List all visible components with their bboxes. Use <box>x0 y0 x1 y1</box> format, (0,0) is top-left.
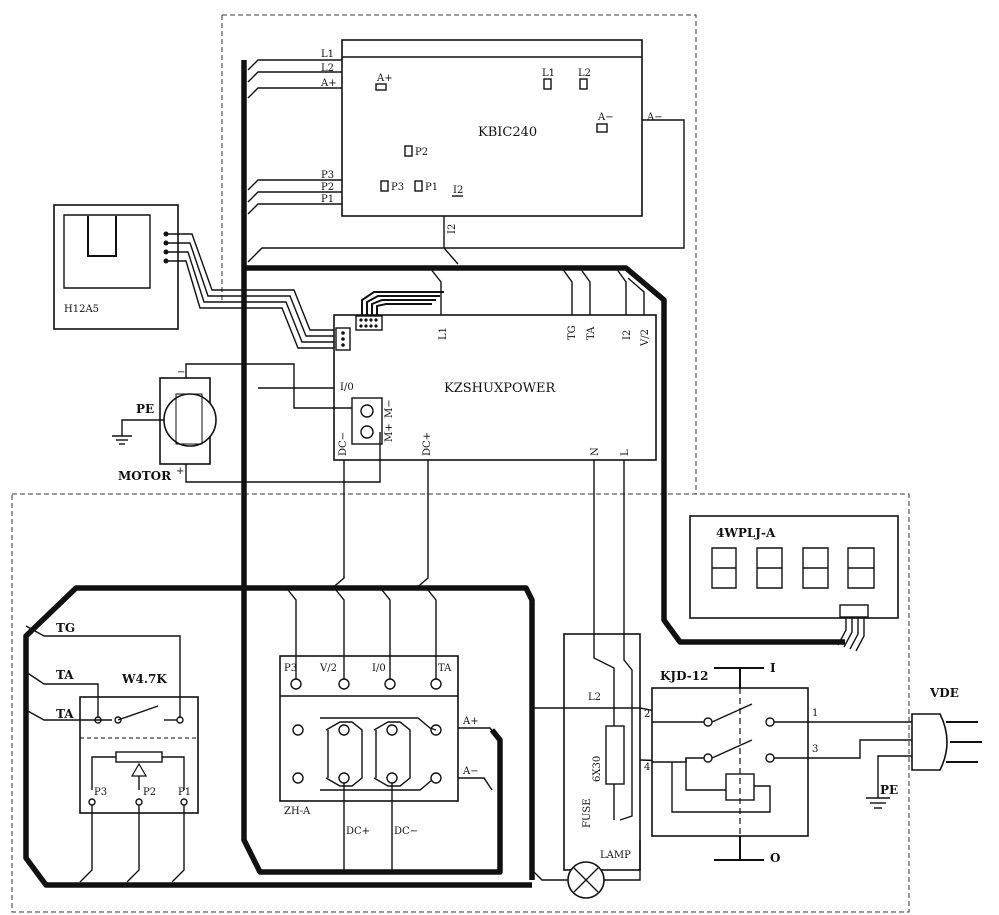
zha-label: ZH-A <box>284 806 311 817</box>
kbic-pad-p1: P1 <box>425 182 438 193</box>
kbic-pad-p3: P3 <box>391 182 404 193</box>
h12a5-label: H12A5 <box>64 304 99 315</box>
motor-minus-label: − <box>177 367 185 378</box>
zha-terminal-block: ZH-A P3 V/2 I/0 TA A+ A− DC+ DC− <box>279 460 501 870</box>
switch-pin-2: 2 <box>644 709 650 720</box>
kzs-m-minus: M− <box>384 399 395 418</box>
zha-pin-io: I/0 <box>372 663 386 674</box>
kbic-pad-p2: P2 <box>415 147 428 158</box>
kbic240-label: KBIC240 <box>478 125 537 140</box>
kbic-pad-l2: L2 <box>578 68 591 79</box>
kbic-pin-p1: P1 <box>321 194 334 205</box>
kzs-pin-tg: TG <box>567 325 578 340</box>
kbic-pin-l2: L2 <box>321 63 334 74</box>
upper-enclosure-outline <box>222 14 697 494</box>
switch-pin-3: 3 <box>812 744 818 755</box>
kzs-m-plus: M+ <box>384 423 395 442</box>
vde-plug: VDE PE <box>866 686 982 809</box>
motor-plus-label: + <box>176 466 184 477</box>
kzs-pin-v2: V/2 <box>640 329 651 347</box>
display-4wplj: 4WPLJ-A <box>689 515 899 652</box>
pot-p1-label: P1 <box>178 787 191 798</box>
kzs-pin-ta: TA <box>586 326 597 340</box>
kbic-pad-a-plus: A+ <box>376 73 393 84</box>
motor-label: MOTOR <box>118 469 172 483</box>
kzs-pin-l1: L1 <box>438 327 449 340</box>
kbic-pin-p3: P3 <box>321 170 334 181</box>
pot-label: W4.7K <box>121 672 167 686</box>
switch-on-label: I <box>770 661 776 675</box>
zha-pin-p3: P3 <box>284 663 297 674</box>
motor: − + PE MOTOR <box>112 363 381 483</box>
zha-dc-plus: DC+ <box>346 826 370 837</box>
kzs-pin-n: N <box>590 447 601 456</box>
kbic-pin-a-plus: A+ <box>320 78 337 89</box>
kbic-wires <box>247 59 685 265</box>
lamp: LAMP <box>531 708 641 899</box>
kbic-pin-l1: L1 <box>321 49 334 60</box>
potentiometer-w47k: W4.7K TG TA TA P3 P2 P1 <box>25 621 199 883</box>
fuse-label: FUSE <box>582 798 593 828</box>
kzs-dc-minus: DC− <box>338 432 349 456</box>
zha-pin-ta: TA <box>438 663 452 674</box>
zha-a-plus: A+ <box>462 716 479 727</box>
plug-pe-label: PE <box>880 783 898 797</box>
kbic-pad-i2: I2 <box>453 185 463 196</box>
kbic-pad-a-minus: A− <box>597 112 614 123</box>
h12a5-module: H12A5 <box>53 204 336 349</box>
plug-label: VDE <box>929 686 959 700</box>
kbic-out-a-minus: A− <box>646 112 663 123</box>
kbic240-board: KBIC240 L1 L2 A+ P3 P2 P1 A+ L1 L2 A− P2… <box>320 39 663 234</box>
fuse-rating: 6X30 <box>592 756 603 782</box>
kjd12-switch: KJD-12 I O 2 4 1 3 <box>644 661 912 865</box>
fuse-l2-label: L2 <box>588 692 601 703</box>
display-label: 4WPLJ-A <box>716 526 776 540</box>
zha-a-minus: A− <box>462 766 479 777</box>
switch-off-label: O <box>770 851 780 865</box>
pot-ta1-label: TA <box>56 668 74 682</box>
kbic-pin-p2: P2 <box>321 182 334 193</box>
pot-ta2-label: TA <box>56 707 74 721</box>
kbic-out-i2: I2 <box>447 224 458 234</box>
switch-label: KJD-12 <box>660 669 708 683</box>
kzshuxpower-board: KZSHUXPOWER I/0 M− M+ DC− DC+ L1 TG TA I… <box>333 314 657 461</box>
zha-dc-minus: DC− <box>394 826 418 837</box>
pot-p2-label: P2 <box>143 787 156 798</box>
pot-p3-label: P3 <box>94 787 107 798</box>
lamp-label: LAMP <box>600 850 631 861</box>
kzs-io-label: I/0 <box>340 382 354 393</box>
kbic-pad-l1: L1 <box>542 68 555 79</box>
pot-tg-label: TG <box>56 621 75 635</box>
lower-enclosure-outline <box>11 493 910 913</box>
kzs-dc-plus: DC+ <box>422 432 433 456</box>
kzs-top-wires <box>361 267 645 316</box>
kzs-pin-i2: I2 <box>622 330 633 340</box>
switch-pin-4: 4 <box>644 762 650 773</box>
motor-pe-label: PE <box>136 402 154 416</box>
kzs-pin-l: L <box>620 449 631 456</box>
kzshuxpower-label: KZSHUXPOWER <box>444 381 556 396</box>
zha-pin-v2: V/2 <box>319 663 337 674</box>
switch-pin-1: 1 <box>812 708 818 719</box>
